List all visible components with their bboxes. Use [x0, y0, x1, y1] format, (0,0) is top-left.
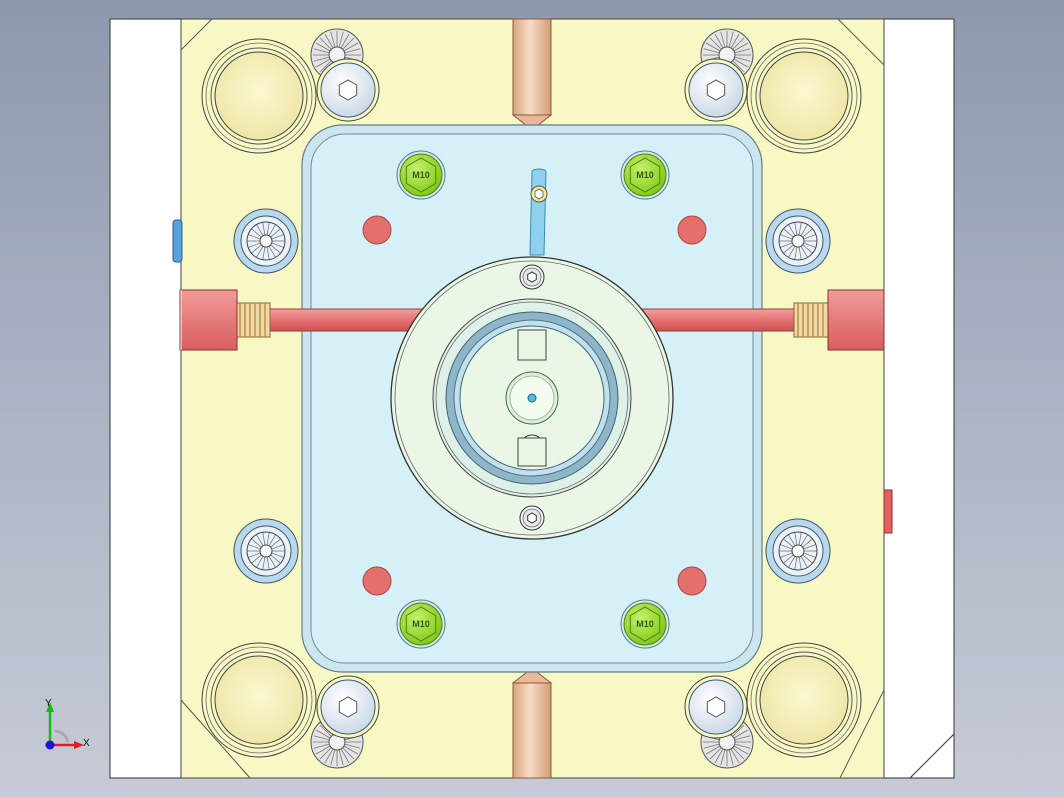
dowel-pin — [362, 566, 392, 596]
right-water-fitting[interactable] — [883, 489, 893, 534]
return-pin-bushing[interactable] — [765, 208, 831, 274]
m10-bolt[interactable]: M10 — [620, 599, 670, 649]
leader-pin[interactable] — [201, 38, 317, 154]
hex-socket-icon — [706, 696, 726, 718]
plate-chamfer-line — [909, 733, 955, 779]
socket-cap-screw[interactable] — [310, 675, 380, 769]
m10-bolt[interactable]: M10 — [620, 150, 670, 200]
bolt-size-label: M10 — [636, 170, 654, 180]
dowel-pin — [677, 215, 707, 245]
left-hose-coupler[interactable] — [179, 289, 238, 351]
m10-bolt[interactable]: M10 — [396, 599, 446, 649]
hex-socket-icon — [527, 512, 537, 524]
return-pin-bushing[interactable] — [765, 518, 831, 584]
bolt-size-label: M10 — [636, 619, 654, 629]
right-thread — [793, 302, 829, 338]
left-water-fitting[interactable] — [172, 219, 183, 263]
right-hose-coupler[interactable] — [827, 289, 885, 351]
socket-cap-screw[interactable] — [310, 28, 380, 122]
clamp-chamfer-line — [839, 689, 885, 779]
clamp-chamfer-line — [180, 699, 251, 779]
leader-pin[interactable] — [201, 642, 317, 758]
left-thread — [235, 302, 271, 338]
ring-screw[interactable] — [519, 264, 545, 290]
return-pin-bushing[interactable] — [233, 208, 299, 274]
sprue-runner[interactable] — [529, 168, 548, 256]
leader-pin[interactable] — [746, 38, 862, 154]
dowel-pin — [362, 215, 392, 245]
hex-socket-icon — [338, 79, 358, 101]
m10-bolt[interactable]: M10 — [396, 150, 446, 200]
hex-socket-icon — [338, 696, 358, 718]
socket-cap-screw[interactable] — [684, 28, 754, 122]
bolt-size-label: M10 — [412, 170, 430, 180]
bottom-guide-bushing[interactable] — [511, 667, 553, 779]
triad-x-label: X — [83, 738, 90, 749]
dowel-pin — [677, 566, 707, 596]
clamp-chamfer-line — [837, 18, 885, 66]
clamp-chamfer-line — [180, 18, 213, 51]
return-pin-bushing[interactable] — [233, 518, 299, 584]
ring-clamp-bottom — [517, 437, 547, 467]
leader-pin[interactable] — [746, 642, 862, 758]
triad-y-label: Y — [45, 698, 52, 709]
sprue-bushing-center[interactable] — [505, 371, 559, 425]
hex-socket-icon — [706, 79, 726, 101]
ring-clamp-top — [517, 329, 547, 361]
top-guide-bushing[interactable] — [511, 18, 553, 131]
ring-screw[interactable] — [519, 505, 545, 531]
axis-triad — [45, 702, 84, 750]
bolt-size-label: M10 — [412, 619, 430, 629]
hex-socket-icon — [527, 271, 537, 283]
socket-cap-screw[interactable] — [684, 675, 754, 769]
